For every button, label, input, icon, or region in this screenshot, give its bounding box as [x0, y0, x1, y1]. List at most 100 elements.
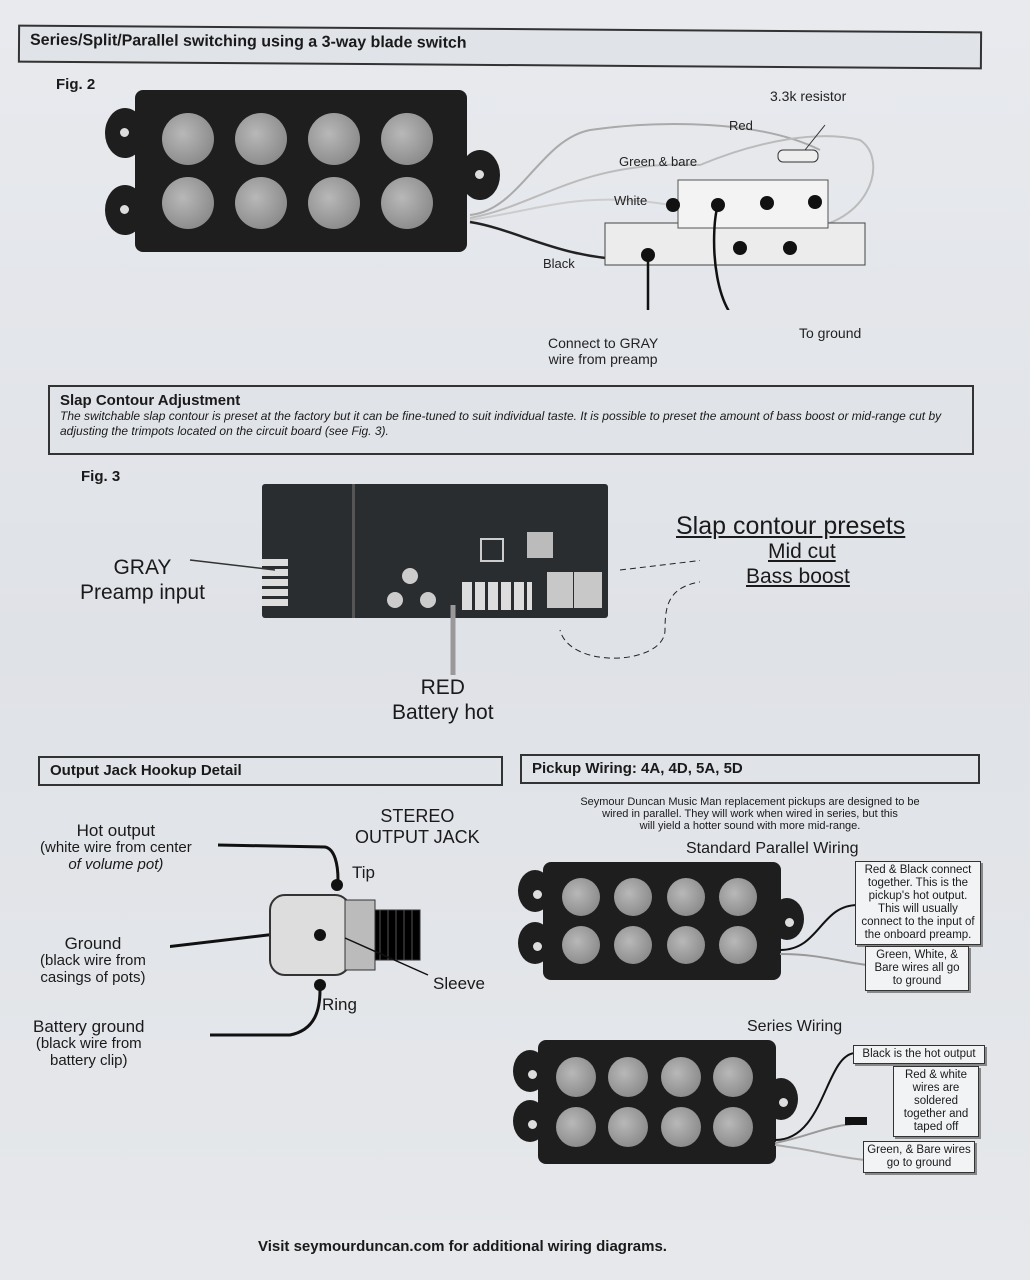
label-line: of volume pot) — [68, 856, 164, 873]
label-line: Preamp input — [80, 581, 205, 604]
pickup-ear — [764, 1078, 798, 1120]
pole-piece — [562, 878, 601, 917]
intro-line: will yield a hotter sound with more mid-… — [639, 820, 861, 832]
output-jack-diagram — [170, 843, 429, 1037]
trimpot-bass-boost — [574, 572, 602, 608]
label-line: Battery ground — [33, 1017, 145, 1036]
label-black: Black — [543, 256, 575, 271]
parallel-wiring-title: Standard Parallel Wiring — [686, 840, 859, 857]
callout-series-taped: Red & white wires are soldered together … — [893, 1066, 979, 1137]
pole-piece — [608, 1057, 649, 1098]
label-ring: Ring — [322, 995, 357, 1014]
circuit-board — [262, 484, 608, 618]
pole-piece — [719, 878, 758, 917]
callout-series-ground: Green, & Bare wires go to ground — [863, 1141, 975, 1173]
pole-piece — [381, 112, 434, 165]
label-line: STEREO — [380, 806, 455, 826]
label-to-ground: To ground — [799, 325, 862, 341]
pickup-ear — [513, 1100, 547, 1142]
fig-3-label: Fig. 3 — [81, 468, 121, 485]
label-line: (black wire from — [40, 952, 146, 969]
section-header-switching: Series/Split/Parallel switching using a … — [17, 24, 983, 70]
label-line: (black wire from — [35, 1035, 142, 1052]
section-body: The switchable slap contour is preset at… — [60, 409, 942, 438]
intro-line: wired in parallel. They will work when w… — [602, 808, 898, 820]
label-line: Battery hot — [392, 701, 494, 724]
fig-2-label: Fig. 2 — [56, 76, 96, 93]
section-header-output-jack: Output Jack Hookup Detail — [38, 756, 503, 786]
pickup-series — [538, 1040, 776, 1164]
section-title: Pickup Wiring: 4A, 4D, 5A, 5D — [532, 760, 743, 777]
pole-piece — [556, 1106, 597, 1147]
fig3-leaders — [189, 559, 700, 675]
pickup-ear — [770, 898, 804, 940]
pole-piece — [608, 1106, 649, 1147]
label-line: casings of pots) — [40, 969, 146, 986]
series-wires — [775, 1052, 867, 1161]
label-line: battery clip) — [49, 1052, 128, 1069]
pole-piece — [562, 925, 601, 964]
label-slap-presets: Slap contour presets — [676, 512, 906, 540]
pole-piece — [713, 1106, 754, 1147]
pole-piece — [713, 1057, 754, 1098]
pickup-parallel — [543, 862, 781, 980]
blade-switch-diagram — [469, 123, 875, 310]
parallel-wires — [780, 904, 869, 966]
connector-pins — [462, 582, 532, 610]
pole-piece — [381, 177, 434, 230]
label-bass-boost: Bass boost — [746, 565, 850, 588]
pole-piece — [308, 177, 361, 230]
pole-piece — [308, 112, 361, 165]
intro-line: Seymour Duncan Music Man replacement pic… — [580, 796, 920, 808]
series-wiring-title: Series Wiring — [747, 1018, 843, 1035]
label-sleeve: Sleeve — [433, 974, 485, 993]
section-title: Output Jack Hookup Detail — [50, 762, 242, 779]
section-title: Series/Split/Parallel switching using a … — [29, 31, 467, 52]
label-line: (white wire from center — [40, 839, 192, 856]
pickup-ear — [105, 185, 145, 235]
label-mid-cut: Mid cut — [768, 540, 836, 563]
input-pins — [262, 559, 288, 609]
label-line: GRAY — [113, 556, 172, 579]
pole-piece — [719, 925, 758, 964]
label-white: White — [614, 193, 648, 208]
pickup-wiring-intro: Seymour Duncan Music Man replacement pic… — [555, 796, 945, 832]
pole-piece — [162, 177, 215, 230]
label-tip: Tip — [352, 863, 375, 882]
section-slap-contour: Slap Contour Adjustment The switchable s… — [48, 385, 974, 455]
pole-piece — [235, 112, 288, 165]
footer-link-text: Visit seymourduncan.com for additional w… — [258, 1238, 667, 1255]
label-line: OUTPUT JACK — [355, 827, 480, 847]
pole-piece — [556, 1057, 597, 1098]
pickup-ear — [513, 1050, 547, 1092]
pole-piece — [660, 1106, 701, 1147]
label-line: wire from preamp — [548, 351, 658, 367]
callout-parallel-hot: Red & Black connect together. This is th… — [855, 861, 981, 945]
pickup-ear — [105, 108, 145, 158]
section-title: Slap Contour Adjustment — [60, 392, 241, 409]
pole-piece — [666, 878, 705, 917]
pole-piece — [614, 878, 653, 917]
callout-series-hot: Black is the hot output — [853, 1045, 985, 1064]
label-line: Connect to GRAY — [548, 335, 659, 351]
pole-piece — [614, 925, 653, 964]
pole-piece — [660, 1057, 701, 1098]
pickup-fig2 — [135, 90, 467, 252]
section-header-pickup-wiring: Pickup Wiring: 4A, 4D, 5A, 5D — [520, 754, 980, 784]
callout-parallel-ground: Green, White, & Bare wires all go to gro… — [865, 946, 969, 991]
label-line: Hot output — [76, 821, 156, 840]
label-line: RED — [420, 676, 465, 699]
pole-piece — [162, 112, 215, 165]
pole-piece — [235, 177, 288, 230]
label-resistor: 3.3k resistor — [770, 88, 847, 104]
pickup-ear — [518, 922, 552, 964]
pickup-ear — [460, 150, 500, 200]
trimpot-mid-cut — [547, 572, 573, 608]
